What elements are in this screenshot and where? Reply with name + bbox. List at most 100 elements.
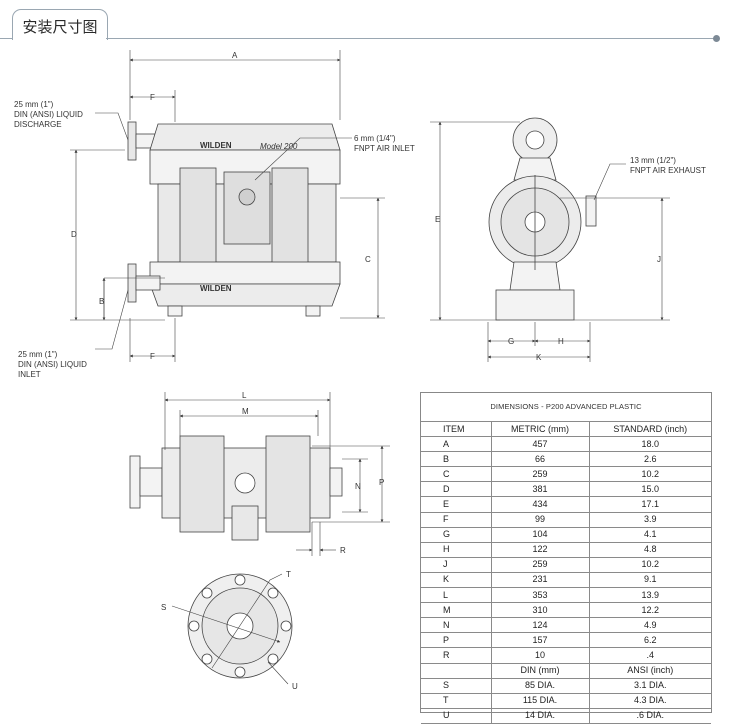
callout-liquid-inlet: 25 mm (1") DIN (ANSI) LIQUID INLET [18, 350, 87, 379]
page-title: 安装尺寸图 [22, 18, 98, 36]
side-dim-lines [430, 121, 670, 362]
cell-standard: 4.9 [588, 617, 711, 634]
cell-metric: 10 [490, 647, 590, 664]
cell-standard: .6 DIA. [588, 707, 711, 724]
table-caption: DIMENSIONS - P200 ADVANCED PLASTIC [490, 402, 642, 411]
cell-metric: 259 [490, 556, 590, 573]
dim-D-label: D [71, 230, 77, 239]
flange-dim-lines [171, 573, 289, 685]
cell-item: H [421, 541, 492, 558]
cell-metric: 124 [490, 617, 590, 634]
svg-text:6 mm (1/4"): 6 mm (1/4") [354, 134, 396, 143]
cell-standard: 13.9 [588, 587, 711, 604]
cell-standard: 10.2 [588, 466, 711, 483]
cell-standard: 6.2 [588, 632, 711, 649]
cell-metric: 353 [490, 587, 590, 604]
cell-metric: 85 DIA. [490, 677, 590, 694]
table-subheader-row: DIN (mm)ANSI (inch) [421, 662, 711, 679]
cell-standard: 4.3 DIA. [588, 692, 711, 709]
cell-metric: 310 [490, 602, 590, 619]
svg-text:FNPT AIR EXHAUST: FNPT AIR EXHAUST [630, 166, 706, 175]
cell-item: B [421, 451, 492, 468]
top-view [129, 435, 343, 541]
cell-standard: 2.6 [588, 451, 711, 468]
cell-standard: 15.0 [588, 481, 711, 498]
header-standard: STANDARD (inch) [588, 420, 711, 438]
cell-item: P [421, 632, 492, 649]
dim-T-label: T [286, 570, 291, 579]
dim-N-label: N [355, 482, 361, 491]
cell-item: G [421, 526, 492, 543]
cell-standard: 10.2 [588, 556, 711, 573]
dim-F-label-top: F [150, 93, 155, 102]
cell-item: R [421, 647, 492, 664]
brand-label-top: WILDEN [200, 141, 232, 150]
cell-item: D [421, 481, 492, 498]
cell-metric: 381 [490, 481, 590, 498]
header-rule-left [0, 38, 12, 39]
cell-standard: ANSI (inch) [588, 662, 711, 679]
cell-metric: 434 [490, 496, 590, 513]
cell-standard: 9.1 [588, 571, 711, 589]
svg-text:25 mm (1"): 25 mm (1") [18, 350, 58, 359]
side-view [488, 117, 597, 321]
cell-standard: 12.2 [588, 602, 711, 619]
top-dim-lines [164, 392, 390, 556]
dim-J-label: J [657, 255, 661, 264]
cell-metric: 14 DIA. [490, 707, 590, 724]
dim-M-label: M [242, 407, 249, 416]
header-rule [106, 35, 720, 42]
cell-metric: 115 DIA. [490, 692, 590, 709]
dim-P-label: P [379, 478, 384, 487]
cell-item: T [421, 692, 492, 709]
cell-metric: 231 [490, 571, 590, 589]
cell-metric: 157 [490, 632, 590, 649]
cell-standard: .4 [588, 647, 711, 664]
svg-text:DISCHARGE: DISCHARGE [14, 120, 62, 129]
cell-item: F [421, 511, 492, 528]
svg-text:13 mm (1/2"): 13 mm (1/2") [630, 156, 676, 165]
dim-B-label: B [99, 297, 104, 306]
header-item: ITEM [421, 420, 492, 438]
section-header: 安装尺寸图 [0, 0, 730, 44]
dim-E-label: E [435, 215, 440, 224]
dim-L-label: L [242, 391, 247, 400]
cell-metric: 259 [490, 466, 590, 483]
cell-item: C [421, 466, 492, 483]
dim-R-label: R [340, 546, 346, 555]
callout-air-exhaust: 13 mm (1/2") FNPT AIR EXHAUST [630, 156, 706, 175]
cell-standard: 4.8 [588, 541, 711, 558]
table-header-row: ITEM METRIC (mm) STANDARD (inch) [421, 420, 711, 438]
brand-label-bottom: WILDEN [200, 284, 232, 293]
cell-item: L [421, 587, 492, 604]
dim-F-label-bottom: F [150, 352, 155, 361]
front-view [127, 121, 341, 317]
dim-G-label: G [508, 337, 514, 346]
cell-metric: 122 [490, 541, 590, 558]
header-metric: METRIC (mm) [490, 420, 590, 438]
cell-standard: 18.0 [588, 436, 711, 453]
svg-text:DIN (ANSI) LIQUID: DIN (ANSI) LIQUID [18, 360, 87, 369]
cell-standard: 4.1 [588, 526, 711, 543]
svg-text:DIN (ANSI) LIQUID: DIN (ANSI) LIQUID [14, 110, 83, 119]
svg-text:25 mm (1"): 25 mm (1") [14, 100, 54, 109]
cell-metric: 457 [490, 436, 590, 453]
cell-item: E [421, 496, 492, 513]
cell-item: N [421, 617, 492, 634]
cell-standard: 17.1 [588, 496, 711, 513]
cell-item: U [421, 707, 492, 724]
svg-text:FNPT AIR INLET: FNPT AIR INLET [354, 144, 415, 153]
cell-item: A [421, 436, 492, 453]
cell-item: M [421, 602, 492, 619]
